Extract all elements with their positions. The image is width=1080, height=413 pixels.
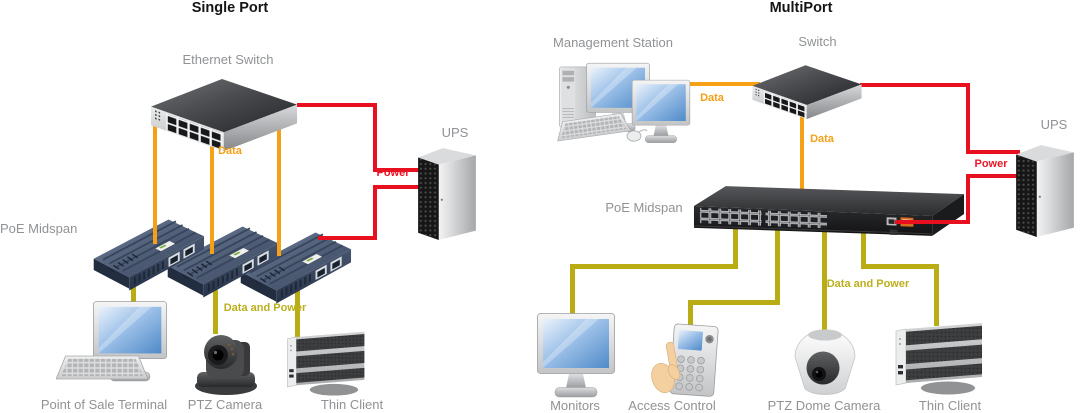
multi-dp-1a <box>733 225 738 269</box>
multi-power-seg-1 <box>860 83 970 87</box>
multi-data-line-1 <box>655 82 760 86</box>
poe-midspan-injector-1-icon <box>86 212 208 298</box>
pos-terminal-label: Point of Sale Terminal <box>40 397 168 412</box>
ptz-camera-label: PTZ Camera <box>187 397 263 412</box>
multi-power-seg-2 <box>966 83 970 154</box>
data-label-multi-2: Data <box>810 133 834 145</box>
multi-power-seg-6 <box>895 220 970 224</box>
multi-power-seg-5 <box>966 174 970 224</box>
poe-midspan-label-multi: PoE Midspan <box>605 200 683 215</box>
ethernet-switch-label: Ethernet Switch <box>182 52 274 67</box>
data-and-power-label-multi: Data and Power <box>826 278 910 290</box>
multi-dp-2b <box>688 300 780 305</box>
multi-dp-1b <box>570 264 738 269</box>
multi-dp-3 <box>822 228 827 334</box>
single-power-seg-6 <box>318 236 377 240</box>
power-label-single: Power <box>376 167 410 179</box>
ups-label-multi: UPS <box>1040 117 1068 132</box>
multi-power-seg-3 <box>966 150 1020 154</box>
thin-client-label-single: Thin Client <box>320 397 384 412</box>
monitors-icon <box>536 312 616 400</box>
thin-client-label-multi: Thin Client <box>918 398 982 413</box>
poe-midspan-rack-icon <box>690 180 968 242</box>
poe-midspan-label-single: PoE Midspan <box>0 221 78 236</box>
switch-icon-multi <box>748 62 866 120</box>
single-power-seg-3 <box>373 168 421 172</box>
management-mouse-icon <box>626 128 648 142</box>
ups-icon-single <box>414 143 480 242</box>
thin-client-icon-multi <box>888 318 988 396</box>
power-label-multi: Power <box>974 158 1008 170</box>
single-power-seg-1 <box>297 103 377 107</box>
multi-power-seg-4 <box>966 174 1020 178</box>
monitors-label: Monitors <box>550 398 600 413</box>
multi-dp-1c <box>570 264 575 320</box>
ups-label-single: UPS <box>441 125 469 140</box>
single-port-title: Single Port <box>191 0 269 16</box>
single-dp-line-3 <box>295 268 300 343</box>
pos-keyboard-icon <box>56 352 148 385</box>
multi-data-line-2 <box>800 112 804 196</box>
ptz-dome-camera-icon <box>790 324 860 400</box>
single-power-seg-2 <box>373 103 377 172</box>
data-label-multi-1: Data <box>700 92 724 104</box>
single-power-seg-4 <box>373 185 421 189</box>
access-control-label: Access Control <box>628 398 716 413</box>
multi-dp-2a <box>775 227 780 305</box>
ptz-camera-icon <box>188 314 264 396</box>
multi-dp-4a <box>861 229 866 269</box>
single-data-line-3 <box>277 122 281 256</box>
single-data-line-1 <box>153 112 157 244</box>
single-power-seg-5 <box>373 185 377 240</box>
multi-dp-2c <box>688 300 693 328</box>
access-control-icon <box>648 320 724 400</box>
data-and-power-label-single: Data and Power <box>223 302 307 314</box>
single-dp-line-2 <box>213 264 218 334</box>
management-station-label: Management Station <box>553 35 673 50</box>
ups-icon-multi <box>1012 140 1078 239</box>
switch-label-multi: Switch <box>798 34 837 49</box>
single-data-line-2 <box>210 118 214 254</box>
ptz-dome-camera-label: PTZ Dome Camera <box>767 398 881 413</box>
ethernet-switch-icon <box>145 75 303 152</box>
data-label-single: Data <box>218 145 242 157</box>
multi-dp-4b <box>861 264 939 269</box>
multiport-title: MultiPort <box>769 0 833 16</box>
multi-dp-4c <box>934 264 939 326</box>
thin-client-icon-single <box>280 328 370 396</box>
